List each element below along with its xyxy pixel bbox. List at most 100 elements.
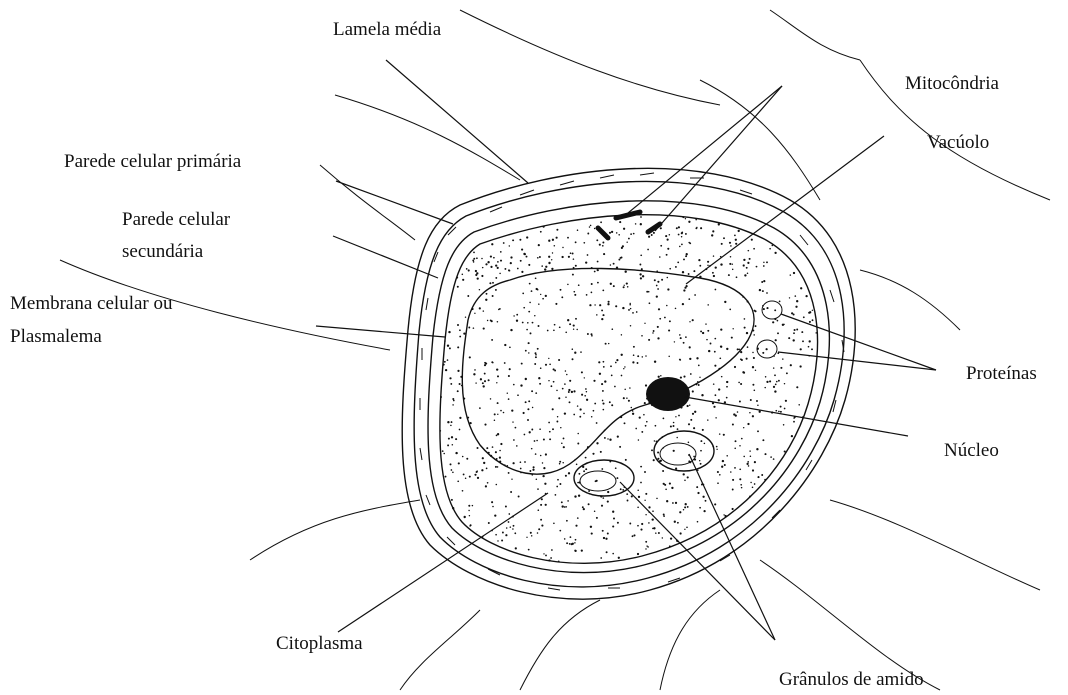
leader-granulos-1 <box>620 482 775 640</box>
stipple-dot <box>621 354 623 356</box>
stipple-dot <box>564 506 566 508</box>
stipple-dot <box>757 476 759 478</box>
stipple-dot <box>637 355 639 357</box>
stipple-dot <box>583 413 585 415</box>
leader-mitocondria-2 <box>655 86 782 231</box>
stipple-dot <box>752 469 754 471</box>
stipple-dot <box>499 273 501 275</box>
stipple-dot <box>729 242 731 244</box>
stipple-dot <box>537 289 539 291</box>
stipple-dot <box>515 547 517 549</box>
stipple-dot <box>715 394 717 396</box>
stipple-dot <box>610 264 612 266</box>
stipple-dot <box>755 370 756 371</box>
stipple-dot <box>535 277 537 279</box>
stipple-dot <box>559 530 561 532</box>
stipple-dot <box>724 301 726 303</box>
stipple-dot <box>717 482 719 484</box>
stipple-dot <box>549 431 551 433</box>
stipple-dot <box>548 380 549 381</box>
stipple-dot <box>707 261 709 263</box>
stipple-dot <box>495 534 497 536</box>
stipple-dot <box>683 473 685 475</box>
wall-hatching <box>420 173 844 590</box>
stipple-dot <box>763 265 765 267</box>
leader-nucleo <box>685 397 908 436</box>
stipple-dot <box>463 332 465 334</box>
stipple-dot <box>566 520 568 522</box>
stipple-dot <box>566 374 568 376</box>
stipple-dot <box>484 380 486 382</box>
stipple-dot <box>543 553 544 554</box>
stipple-dot <box>763 308 765 310</box>
stipple-dot <box>713 255 714 256</box>
stipple-dot <box>708 350 710 352</box>
stipple-dot <box>803 316 805 318</box>
stipple-dot <box>547 330 549 332</box>
stipple-dot <box>719 357 721 359</box>
stipple-dot <box>522 322 524 324</box>
stipple-dot <box>647 249 649 251</box>
stipple-dot <box>743 259 745 261</box>
stipple-dot <box>526 329 528 331</box>
stipple-dot <box>463 473 465 475</box>
stipple-dot <box>626 397 628 399</box>
stipple-dot <box>621 247 623 249</box>
stipple-dot <box>655 425 657 427</box>
leader-parede-secundaria <box>333 236 438 278</box>
stipple-dot <box>726 397 728 399</box>
stipple-dot <box>602 314 604 316</box>
stipple-dot <box>645 541 647 543</box>
stipple-dot <box>468 327 470 329</box>
stipple-dot <box>683 342 685 344</box>
stipple-dot <box>686 253 688 255</box>
stipple-dot <box>583 508 585 510</box>
stipple-dot <box>599 244 601 246</box>
stipple-dot <box>543 226 545 228</box>
stipple-dot <box>557 479 559 481</box>
stipple-dot <box>511 478 512 479</box>
stipple-dot <box>720 263 722 265</box>
stipple-dot <box>590 333 592 335</box>
stipple-dot <box>714 338 716 340</box>
stipple-dot <box>652 332 653 333</box>
stipple-dot <box>601 309 603 311</box>
stipple-dot <box>573 291 575 293</box>
stipple-dot <box>706 339 708 341</box>
stipple-dot <box>520 461 522 463</box>
stipple-dot <box>656 498 658 500</box>
stipple-dot <box>664 317 666 319</box>
stipple-dot <box>638 496 640 498</box>
stipple-dot <box>529 470 531 472</box>
stipple-dot <box>493 257 495 259</box>
stipple-dot <box>450 425 452 427</box>
stipple-dot <box>809 340 811 342</box>
stipple-dot <box>770 456 772 458</box>
stipple-dot <box>657 337 659 339</box>
stipple-dot <box>639 264 641 266</box>
label-nucleo: Núcleo <box>944 440 999 461</box>
stipple-dot <box>487 482 489 484</box>
stipple-dot <box>603 537 605 539</box>
stipple-dot <box>496 484 498 486</box>
stipple-dot <box>599 373 601 375</box>
stipple-dot <box>780 411 782 413</box>
stipple-dot <box>734 448 736 450</box>
stipple-dot <box>476 272 478 274</box>
stipple-dot <box>476 471 478 473</box>
stipple-dot <box>475 270 477 272</box>
stipple-dot <box>542 475 544 477</box>
stipple-dot <box>490 266 492 268</box>
stipple-dot <box>575 525 577 527</box>
stipple-dot <box>811 348 813 350</box>
stipple-dot <box>752 352 753 353</box>
stipple-dot <box>660 227 662 229</box>
stipple-dot <box>629 523 631 525</box>
stipple-dot <box>449 347 451 349</box>
stipple-dot <box>611 328 613 330</box>
stipple-dot <box>457 286 459 288</box>
stipple-dot <box>520 260 522 262</box>
stipple-dot <box>648 291 650 293</box>
stipple-dot <box>497 375 499 377</box>
stipple-dot <box>783 424 785 426</box>
